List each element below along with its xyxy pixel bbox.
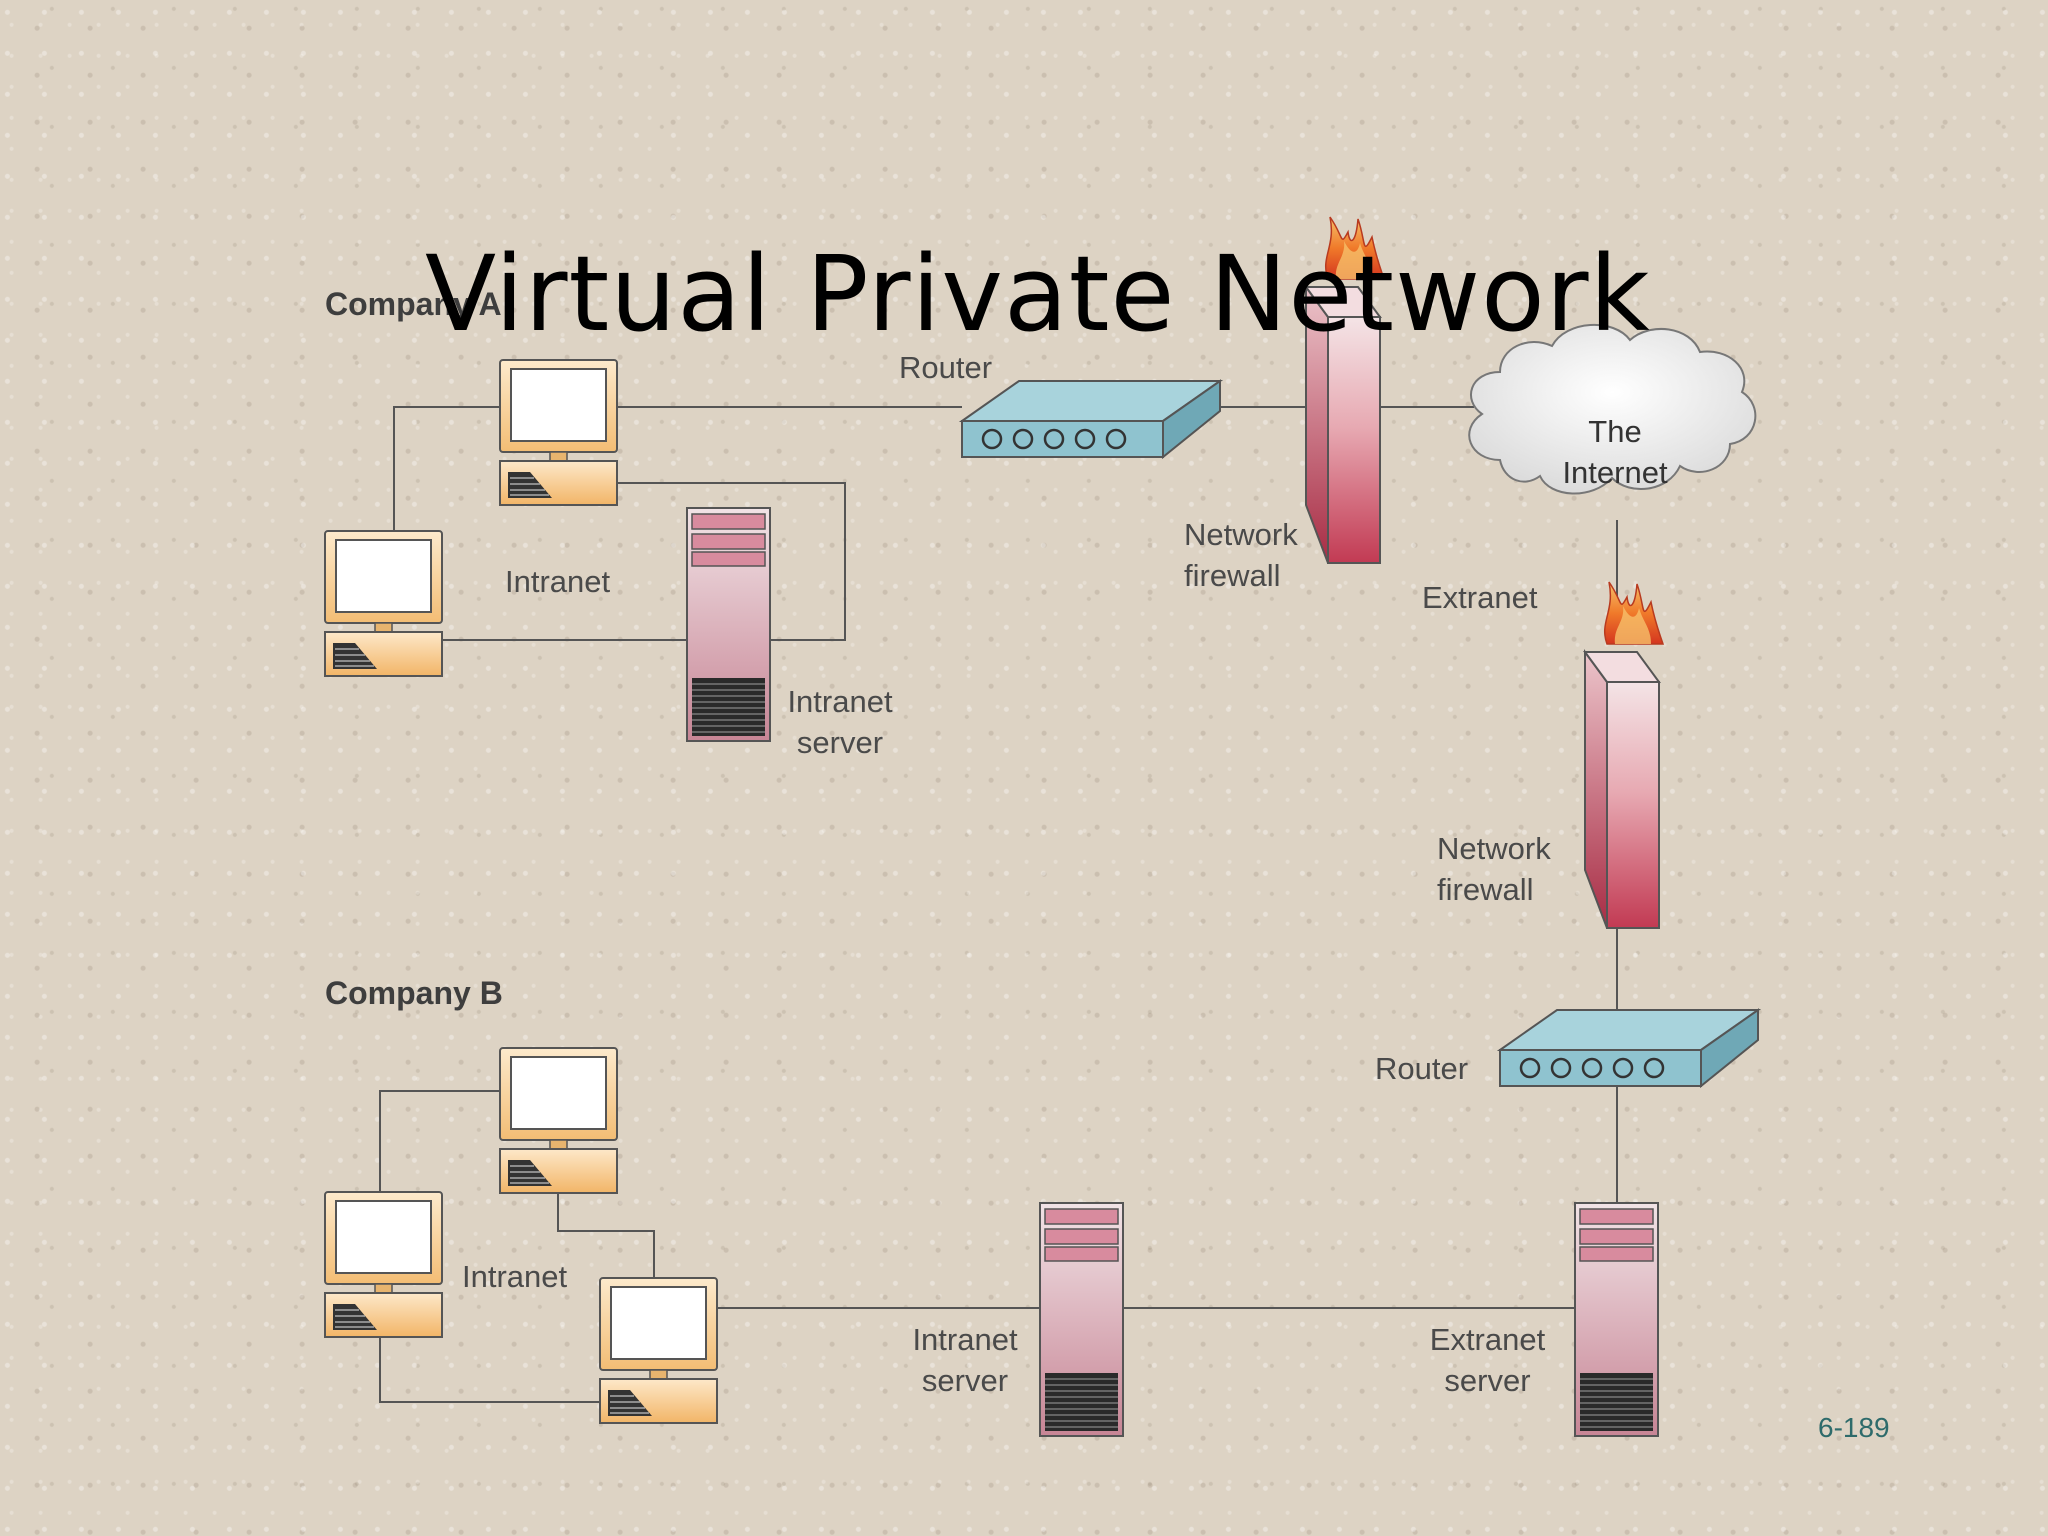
company-a-intranet-label: Intranet xyxy=(505,564,611,599)
company-a-firewall-label: Network firewall xyxy=(1184,514,1298,596)
company-a-server-label: Intranet server xyxy=(770,681,910,763)
company-b-extranet-server-label-line-2: server xyxy=(1444,1363,1531,1398)
company-b-firewall-label: Network firewall xyxy=(1437,828,1551,910)
company-b-extranet-server-label: Extranet server xyxy=(1415,1319,1560,1401)
internet-label-line-1: The xyxy=(1588,414,1642,449)
company-a-computer-2 xyxy=(324,530,443,677)
company-b-extranet-server-label-line-1: Extranet xyxy=(1429,1322,1546,1357)
company-b-intranet-server-label: Intranet server xyxy=(895,1319,1035,1401)
slide-title: Virtual Private Network xyxy=(425,233,1651,355)
company-a-label: Company A xyxy=(325,286,502,322)
company-b-firewall-label-line-1: Network xyxy=(1437,831,1551,866)
company-a-server-label-line-2: server xyxy=(796,725,884,760)
company-b-intranet-label: Intranet xyxy=(462,1259,568,1294)
company-b-firewall xyxy=(1584,581,1664,929)
company-a-firewall-label-line-1: Network xyxy=(1184,517,1298,552)
company-a-router-label: Router xyxy=(899,350,993,385)
connection-lines xyxy=(379,406,1618,1403)
company-b-intranet-server xyxy=(1039,1202,1124,1437)
company-b-computer-1 xyxy=(499,1047,618,1194)
company-b-intranet-server-label-line-1: Intranet xyxy=(912,1322,1018,1357)
company-b-extranet-server xyxy=(1574,1202,1659,1437)
company-b-firewall-label-line-2: firewall xyxy=(1437,872,1534,907)
company-b-computer-2 xyxy=(324,1191,443,1338)
company-a-router xyxy=(960,379,1222,459)
company-b-intranet-server-label-line-2: server xyxy=(921,1363,1009,1398)
company-b-router-label: Router xyxy=(1375,1051,1469,1086)
extranet-label: Extranet xyxy=(1422,580,1538,615)
company-b-computer-3 xyxy=(599,1277,718,1424)
internet-label-line-2: Internet xyxy=(1562,455,1668,490)
company-a-intranet-server xyxy=(686,507,771,742)
internet-cloud xyxy=(1468,323,1757,495)
internet-label: The Internet xyxy=(1540,411,1690,493)
company-a-server-label-line-1: Intranet xyxy=(787,684,893,719)
slide-number: 6-189 xyxy=(1818,1412,1890,1443)
company-a-firewall-label-line-2: firewall xyxy=(1184,558,1281,593)
company-a-computer-1 xyxy=(499,359,618,506)
company-b-router xyxy=(1498,1008,1760,1088)
company-b-label: Company B xyxy=(325,975,503,1011)
